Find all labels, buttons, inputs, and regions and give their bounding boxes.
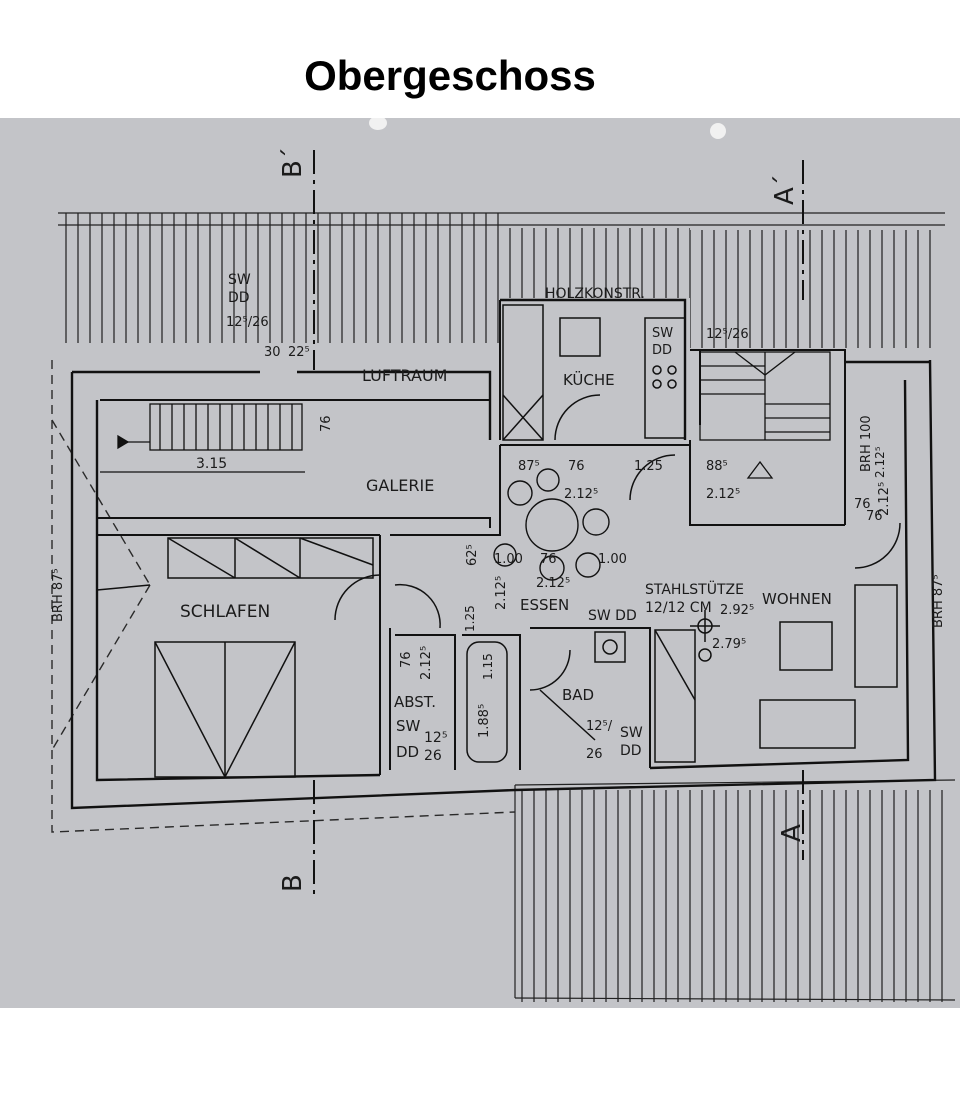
dim-label: 76 xyxy=(568,459,585,474)
dim-label: 1.25 xyxy=(634,459,663,474)
note-dd-bad: DD xyxy=(620,743,642,759)
dim-label: 2.12⁵ xyxy=(706,487,740,502)
dim-label: 2.12⁵ xyxy=(564,487,598,502)
dim-label: 76 xyxy=(399,651,414,668)
note-dd-kitchen: DD xyxy=(652,343,672,358)
gallery-stair xyxy=(100,403,305,473)
living-furniture xyxy=(629,454,901,763)
paper-hole xyxy=(369,118,387,130)
bathroom-fixtures xyxy=(466,631,626,763)
note-sw-kitchen: SW xyxy=(652,326,673,341)
eaves-outline xyxy=(51,360,516,833)
section-lines xyxy=(313,150,804,900)
dim-label: 22⁵ xyxy=(288,345,310,360)
dim-label: 30 xyxy=(264,345,281,360)
main-stair xyxy=(699,351,831,479)
floor-plan-photo: B´ B A´ A HOLZKONSTR. KÜCHE LUFTRAUM GAL… xyxy=(0,118,960,1008)
floor-plan-drawing: B´ B A´ A HOLZKONSTR. KÜCHE LUFTRAUM GAL… xyxy=(0,118,960,1008)
section-marker-b-top: B´ xyxy=(278,147,308,178)
dim-label: 26 xyxy=(424,748,442,764)
page-title: Obergeschoss xyxy=(304,52,596,99)
note-dd: DD xyxy=(228,290,250,306)
dim-label: 1.00 xyxy=(494,552,523,567)
dim-label: 12⁵/26 xyxy=(226,315,269,330)
section-marker-a-bottom: A xyxy=(777,824,807,842)
dim-label: 76 xyxy=(866,509,883,524)
note-brh-100: BRH 100 xyxy=(859,415,874,472)
dim-label: 1.25 xyxy=(463,605,477,632)
dim-label: 87⁵ xyxy=(518,459,540,474)
dim-label: 2.12⁵ xyxy=(877,482,892,516)
note-sw-bad: SW xyxy=(620,725,643,741)
label-holzkonstr: HOLZKONSTR. xyxy=(545,286,645,302)
note-sw-dd: SW DD xyxy=(588,608,637,624)
note-stahlstuetze-size: 12/12 CM xyxy=(645,600,712,616)
note-dd-abst: DD xyxy=(396,743,419,761)
dim-label: 1.88⁵ xyxy=(477,704,492,738)
note-brh-left: BRH 87⁵ xyxy=(51,568,66,622)
kitchen-units xyxy=(502,304,686,441)
bedroom-furniture xyxy=(96,537,441,779)
dim-label: 2.12⁵ xyxy=(873,446,887,478)
dim-label: 76 xyxy=(319,415,334,432)
dim-label: 2.92⁵ xyxy=(720,603,754,618)
paper-hole xyxy=(710,123,726,139)
label-galerie: GALERIE xyxy=(366,476,434,495)
dim-label: 26 xyxy=(586,747,603,762)
dim-label: 2.12⁵ xyxy=(536,576,570,591)
note-sw-abst: SW xyxy=(396,717,421,735)
note-brh-right: BRH 87⁵ xyxy=(931,574,946,628)
dim-label: 2.12⁵ xyxy=(419,646,434,680)
label-kueche: KÜCHE xyxy=(563,370,615,389)
dim-label: 2.12⁵ xyxy=(494,576,509,610)
dim-label: 12⁵/26 xyxy=(706,327,749,342)
section-marker-a-top: A´ xyxy=(770,174,800,205)
note-stahlstuetze: STAHLSTÜTZE xyxy=(645,580,744,598)
label-schlafen: SCHLAFEN xyxy=(180,602,270,622)
dim-label: 88⁵ xyxy=(706,459,728,474)
label-bad: BAD xyxy=(562,686,594,704)
dim-label: 62⁵ xyxy=(465,544,480,566)
roof-hatching xyxy=(58,212,956,1002)
dim-label: 1.15 xyxy=(481,653,495,680)
dim-label: 76 xyxy=(854,497,871,512)
dining-furniture xyxy=(493,468,610,581)
dim-label: 3.15 xyxy=(196,456,227,472)
label-essen: ESSEN xyxy=(520,596,569,614)
label-wohnen: WOHNEN xyxy=(762,590,832,608)
dim-label: 1.00 xyxy=(598,552,627,567)
label-abst: ABST. xyxy=(394,693,436,711)
note-sw: SW xyxy=(228,272,251,288)
label-luftraum: LUFTRAUM xyxy=(362,366,447,385)
dim-label: 2.79⁵ xyxy=(712,637,746,652)
section-marker-b-bottom: B xyxy=(278,874,308,892)
dim-label: 12⁵ xyxy=(424,730,447,746)
dimension-labels: 12⁵/26 12⁵/26 30 22⁵ 76 3.15 87⁵ 76 2.12… xyxy=(196,315,892,764)
dim-label: 76 xyxy=(540,552,557,567)
dim-label: 12⁵/ xyxy=(586,719,613,734)
